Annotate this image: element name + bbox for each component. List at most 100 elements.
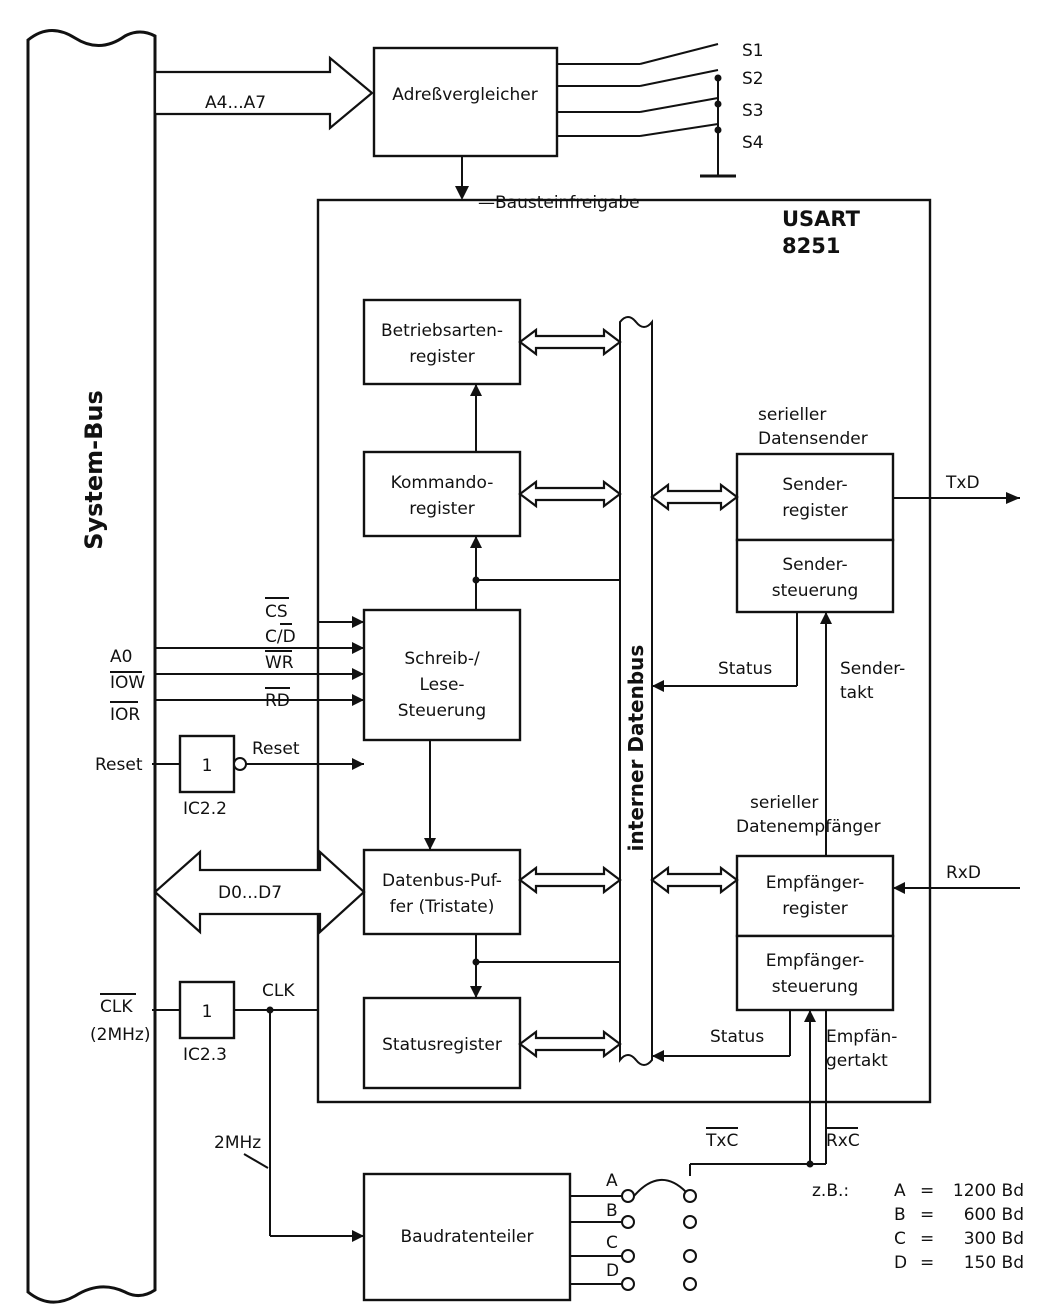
sender-register-line1: Sender- <box>782 475 847 495</box>
receiver-clock-line1: Empfän- <box>826 1027 897 1047</box>
baud-key-a: A <box>894 1181 906 1201</box>
signal-rd: RD <box>265 691 290 711</box>
baud-value-c: 300 Bd <box>964 1229 1024 1249</box>
sender-control-line1: Sender- <box>782 555 847 575</box>
command-register-bus-arrow <box>518 479 622 509</box>
switch-s1-label: S1 <box>742 41 764 61</box>
sender-control-line2: steuerung <box>772 581 859 601</box>
baud-divider-block <box>362 1172 572 1302</box>
internal-databus-label: interner Datenbus <box>624 645 648 852</box>
tap-c-label: C <box>606 1233 618 1253</box>
txd-label: TxD <box>945 473 980 493</box>
signal-cs: CS <box>265 602 288 622</box>
databus-buffer-bus-arrow <box>518 865 622 895</box>
txc-label: TxC <box>705 1131 738 1151</box>
status-register-bus-arrow <box>518 1029 622 1059</box>
data-bus-arrow <box>153 849 366 935</box>
serial-receiver-line1: serieller <box>750 793 818 813</box>
rw-control-line3: Steuerung <box>398 701 486 721</box>
rw-control-line1: Schreib-/ <box>404 649 480 669</box>
clk-output-label: CLK <box>262 981 295 1001</box>
mode-register-line2: register <box>409 347 475 367</box>
ic23-gate <box>178 980 236 1040</box>
rxc-label: RxC <box>826 1131 860 1151</box>
tap-a-label: A <box>606 1171 618 1191</box>
command-register-block <box>362 450 522 538</box>
address-bus-label: A4...A7 <box>205 93 266 113</box>
signal-cd: C/D <box>265 627 296 647</box>
address-comparator-block <box>372 46 559 158</box>
sender-clock-line2: takt <box>840 683 874 703</box>
baud-key-b: B <box>894 1205 906 1225</box>
baud-value-b: 600 Bd <box>964 1205 1024 1225</box>
command-register-line1: Kommando- <box>391 473 494 493</box>
databus-buffer-line2: fer (Tristate) <box>390 897 495 917</box>
internal-databus <box>619 316 653 1066</box>
baud-eq-c: = <box>920 1229 934 1249</box>
sender-register-bus-arrow <box>650 482 739 512</box>
status-tx-label: Status <box>718 659 772 679</box>
rw-control-line2: Lese- <box>419 675 464 695</box>
reset-output-label: Reset <box>252 739 300 759</box>
serial-receiver-line2: Datenempfänger <box>736 817 881 837</box>
receiver-control-block <box>735 934 895 1012</box>
switch-s4-label: S4 <box>742 133 764 153</box>
serial-sender-line1: serieller <box>758 405 826 425</box>
baud-eq-a: = <box>920 1181 934 1201</box>
baud-eq-d: = <box>920 1253 934 1273</box>
receiver-register-block <box>735 854 895 938</box>
baud-divider-label: Baudratenteiler <box>401 1227 534 1247</box>
mode-register-line1: Betriebsarten- <box>381 321 503 341</box>
databus-buffer-line1: Datenbus-Puf- <box>382 871 502 891</box>
switch-s2-label: S2 <box>742 69 764 89</box>
address-comparator-label: Adreßvergleicher <box>392 85 537 105</box>
chip-enable-label: —Bausteinfreigabe <box>478 193 640 213</box>
system-bus-label: System-Bus <box>80 390 108 550</box>
ic22-value: 1 <box>202 756 213 776</box>
baud-key-d: D <box>894 1253 907 1273</box>
usart-label-line2: 8251 <box>782 234 840 258</box>
receiver-register-bus-arrow <box>650 865 739 895</box>
clk-input-label-2: (2MHz) <box>90 1025 150 1045</box>
mhz-label: 2MHz <box>214 1133 261 1153</box>
sender-register-block <box>735 452 895 542</box>
receiver-register-line2: register <box>782 899 848 919</box>
ic23-label: IC2.3 <box>183 1045 227 1065</box>
databus-buffer-block <box>362 848 522 936</box>
mode-register-block <box>362 298 522 386</box>
baud-value-a: 1200 Bd <box>953 1181 1024 1201</box>
system-bus-bar <box>26 29 157 1304</box>
sender-control-block <box>735 538 895 614</box>
baud-prefix: z.B.: <box>812 1181 849 1201</box>
data-bus-label: D0...D7 <box>218 883 282 903</box>
baud-taps <box>570 1178 697 1291</box>
address-bus-arrow <box>153 55 374 131</box>
status-register-block <box>362 996 522 1090</box>
receiver-clock-line2: gertakt <box>826 1051 888 1071</box>
command-register-line2: register <box>409 499 475 519</box>
receiver-control-line2: steuerung <box>772 977 859 997</box>
tap-d-label: D <box>606 1261 619 1281</box>
usart-frame <box>316 198 932 1104</box>
baud-examples: A = 1200 Bd B = 600 Bd C = 300 Bd D = 15… <box>894 1181 1024 1273</box>
reset-input-label: Reset <box>95 755 143 775</box>
signal-wr: WR <box>265 653 294 673</box>
signal-iow: IOW <box>110 673 145 693</box>
status-rx-label: Status <box>710 1027 764 1047</box>
switch-s3-label: S3 <box>742 101 764 121</box>
clk-input-label-1: CLK <box>100 997 133 1017</box>
sender-register-line2: register <box>782 501 848 521</box>
rxd-label: RxD <box>946 863 981 883</box>
receiver-control-line1: Empfänger- <box>766 951 865 971</box>
usart-label-line1: USART <box>782 207 861 231</box>
signal-ior: IOR <box>110 705 140 725</box>
ic22-gate <box>178 734 236 794</box>
status-register-label: Statusregister <box>382 1035 502 1055</box>
baud-eq-b: = <box>920 1205 934 1225</box>
rw-control-block <box>362 608 522 742</box>
tap-b-label: B <box>606 1201 618 1221</box>
ic22-label: IC2.2 <box>183 799 227 819</box>
dip-switches <box>557 43 736 178</box>
